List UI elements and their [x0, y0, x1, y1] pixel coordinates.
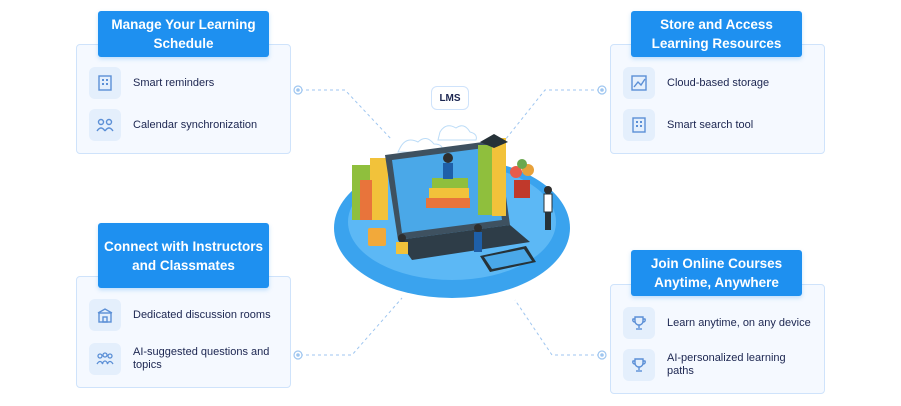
item-label: Cloud-based storage: [667, 76, 770, 89]
list-item: Smart reminders: [89, 67, 214, 99]
chart-icon: [623, 67, 655, 99]
building-icon: [623, 109, 655, 141]
lms-illustration: [334, 125, 570, 298]
users-icon: [89, 109, 121, 141]
item-label: AI-suggested questions and topics: [133, 346, 270, 371]
group-icon: [89, 343, 121, 375]
list-item: Learn anytime, on any device: [623, 307, 811, 339]
connector-bottom-right: [514, 299, 600, 356]
item-label: Dedicated discussion rooms: [133, 308, 271, 321]
card-title-resources: Store and Access Learning Resources: [631, 11, 802, 57]
connector-top-left: [300, 89, 393, 141]
item-label: Learn anytime, on any device: [667, 316, 811, 329]
school-icon: [89, 299, 121, 331]
trophy-icon: [623, 307, 655, 339]
list-item: Calendar synchronization: [89, 109, 257, 141]
list-item: AI-suggested questions and topics: [89, 343, 289, 375]
list-item: Cloud-based storage: [623, 67, 769, 99]
card-schedule: Smart reminders Calendar synchronization: [76, 44, 291, 154]
item-label: Calendar synchronization: [133, 118, 258, 131]
connector-bottom-left: [300, 297, 403, 356]
list-item: Dedicated discussion rooms: [89, 299, 271, 331]
card-courses: Learn anytime, on any device AI-personal…: [610, 284, 825, 394]
item-label: AI-personalized learning paths: [667, 352, 786, 377]
lms-label: LMS: [431, 86, 469, 110]
card-title-schedule: Manage Your Learning Schedule: [98, 11, 269, 57]
list-item: Smart search tool: [623, 109, 753, 141]
card-connect: Dedicated discussion rooms AI-suggested …: [76, 276, 291, 388]
card-title-courses: Join Online Courses Anytime, Anywhere: [631, 250, 802, 296]
card-resources: Cloud-based storage Smart search tool: [610, 44, 825, 154]
connector-top-right: [504, 89, 600, 141]
item-label: Smart reminders: [133, 76, 215, 89]
card-title-connect: Connect with Instructors and Classmates: [98, 223, 269, 288]
trophy-icon: [623, 349, 655, 381]
item-label: Smart search tool: [667, 118, 754, 131]
building-icon: [89, 67, 121, 99]
list-item: AI-personalized learning paths: [623, 349, 823, 381]
